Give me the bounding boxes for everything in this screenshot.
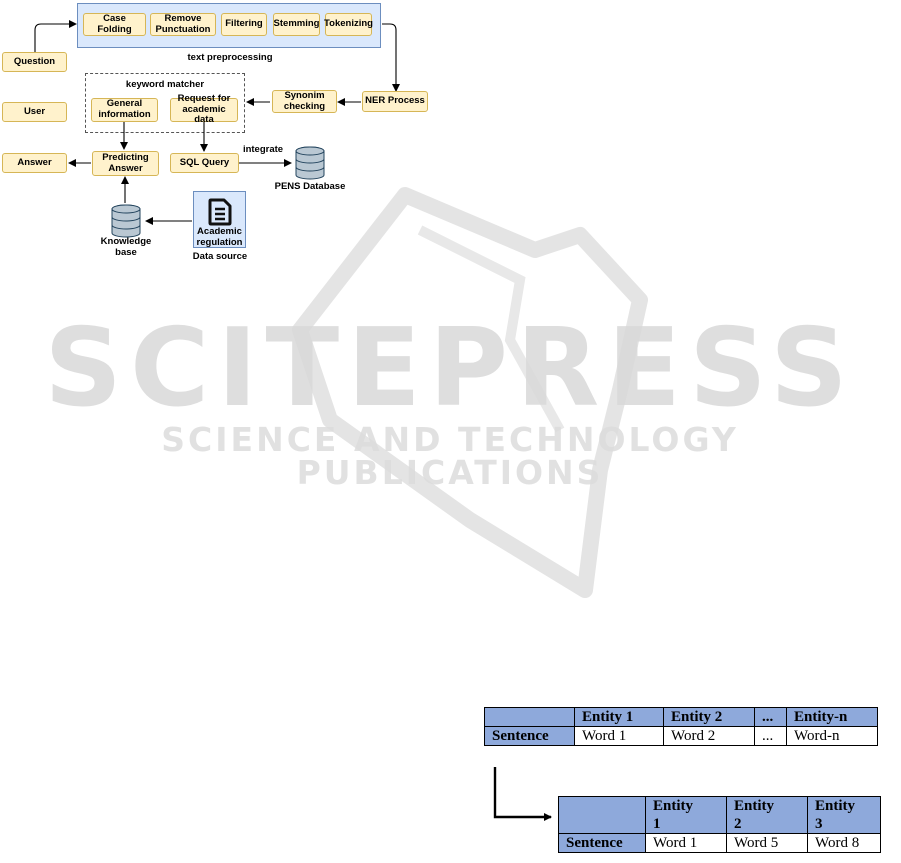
arrow-preprocessing-to-ner	[382, 23, 400, 92]
document-icon	[208, 198, 232, 226]
table-header-row: Entity 1 Entity 2 ... Entity-n	[484, 707, 878, 727]
predicting-answer-node: Predicting Answer	[92, 151, 159, 176]
tokenizing-step: Tokenizing	[324, 13, 373, 36]
keyword-matcher-label: keyword matcher	[125, 79, 205, 90]
entity-table-all: Entity 1 Entity 2 ... Entity-n Sentence …	[484, 707, 878, 746]
data-source-label: Data source	[192, 251, 248, 262]
text-preprocessing-label: text preprocessing	[187, 52, 273, 63]
keyword-matcher-group	[85, 73, 245, 133]
table-cell: ...	[754, 726, 787, 746]
table-header-cell: Entity 2	[663, 707, 755, 727]
synonim-checking-node: Synonim checking	[272, 90, 337, 113]
database-cylinder-icon	[295, 146, 325, 180]
filtering-step: Filtering	[221, 13, 267, 36]
table-header-cell: Entity 1	[645, 796, 727, 834]
entity-table-selected: Entity 1 Entity 2 Entity 3 Sentence Word…	[558, 796, 881, 853]
general-information-node: General information	[91, 98, 158, 122]
table-cell: Word 8	[807, 833, 881, 853]
arrow-tables-connector	[493, 767, 552, 821]
table-header-cell	[558, 796, 646, 834]
watermark-title: SCITEPRESS	[44, 306, 856, 431]
table-row-header: Sentence	[558, 833, 646, 853]
knowledge-base-database-icon	[111, 204, 141, 238]
table-header-cell: Entity 2	[726, 796, 808, 834]
table-row: Sentence Word 1 Word 2 ... Word-n	[484, 726, 878, 746]
table-header-cell: ...	[754, 707, 787, 727]
table-header-row: Entity 1 Entity 2 Entity 3	[558, 796, 881, 834]
table-cell: Word 1	[574, 726, 664, 746]
request-academic-data-node: Request for academic data	[170, 93, 238, 125]
knowledge-base-label: Knowledge base	[100, 236, 152, 258]
table-header-cell: Entity 3	[807, 796, 881, 834]
user-node: User	[2, 102, 67, 122]
table-header-cell: Entity 1	[574, 707, 664, 727]
answer-node: Answer	[2, 153, 67, 173]
arrow-question-to-preprocessing	[34, 20, 77, 52]
table-cell: Word-n	[786, 726, 878, 746]
stemming-step: Stemming	[273, 13, 320, 36]
table-row: Sentence Word 1 Word 5 Word 8	[558, 833, 881, 853]
table-header-cell	[484, 707, 575, 727]
table-cell: Word 5	[726, 833, 808, 853]
pens-database-label: PENS Database	[274, 181, 346, 192]
table-header-cell: Entity-n	[786, 707, 878, 727]
ner-process-node: NER Process	[362, 91, 428, 112]
remove-punctuation-step: Remove Punctuation	[150, 13, 216, 36]
sql-query-node: SQL Query	[170, 153, 239, 173]
table-cell: Word 1	[645, 833, 727, 853]
table-row-header: Sentence	[484, 726, 575, 746]
table-cell: Word 2	[663, 726, 755, 746]
case-folding-step: Case Folding	[83, 13, 146, 36]
watermark-subtitle: SCIENCE AND TECHNOLOGY PUBLICATIONS	[161, 420, 739, 492]
integrate-label: integrate	[242, 144, 284, 155]
question-node: Question	[2, 52, 67, 72]
academic-regulation-label: Academic regulation	[196, 226, 243, 248]
